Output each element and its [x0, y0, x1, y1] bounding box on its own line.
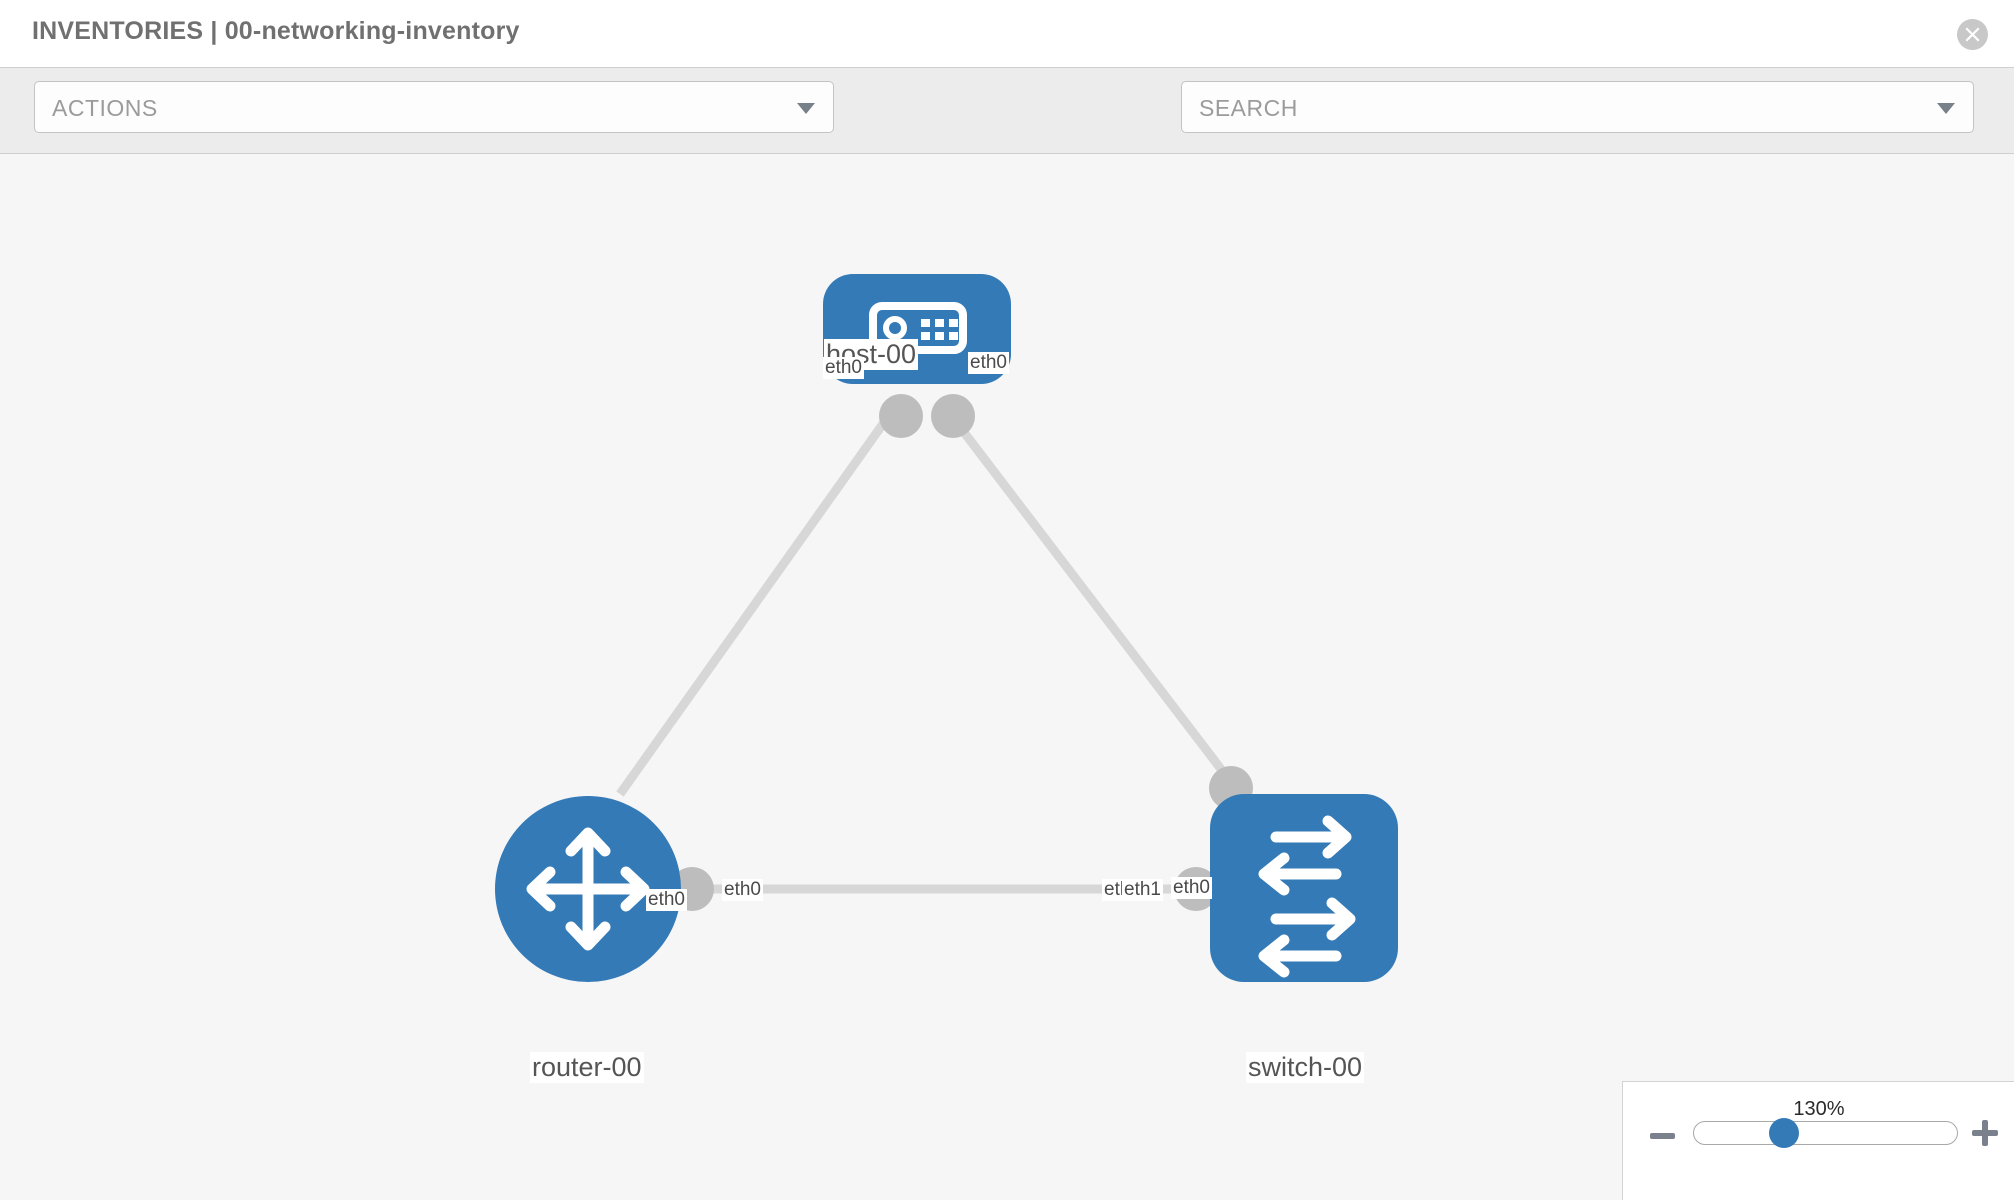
link-host00-switch00[interactable]: [946, 411, 1244, 797]
stub-host00-right: [931, 394, 975, 438]
topology-links: [616, 411, 1245, 894]
iface-label-host00-to-router00: eth0: [823, 357, 864, 379]
zoom-slider-thumb[interactable]: [1769, 1118, 1799, 1148]
stub-host00-left: [879, 394, 923, 438]
search-input[interactable]: SEARCH: [1181, 81, 1974, 133]
node-router-00[interactable]: [495, 796, 681, 982]
actions-dropdown-label: ACTIONS: [52, 95, 158, 121]
page-header: INVENTORIES | 00-networking-inventory: [0, 0, 2014, 68]
toolbar: ACTIONS SEARCH: [0, 68, 2014, 200]
node-label-router-00: router-00: [530, 1052, 644, 1083]
zoom-out-button[interactable]: [1650, 1133, 1675, 1139]
chevron-down-icon: [1937, 103, 1955, 114]
zoom-slider[interactable]: [1693, 1121, 1958, 1145]
zoom-in-button[interactable]: [1972, 1120, 1998, 1146]
topology-canvas[interactable]: host-00 router-00 switch-00 eth0 eth0 et…: [0, 154, 2014, 1200]
page-title: INVENTORIES | 00-networking-inventory: [32, 17, 520, 45]
iface-label-switch00-to-router00: eth1: [1122, 879, 1163, 901]
topology-stubs: [670, 394, 1253, 911]
node-label-switch-00: switch-00: [1246, 1052, 1365, 1083]
iface-label-router00-to-switch00: eth0: [722, 879, 763, 901]
iface-label-switch00-to-host00: eth0: [1171, 877, 1212, 899]
chevron-down-icon: [797, 103, 815, 114]
switch-arrows-icon: [1258, 815, 1356, 978]
close-button[interactable]: [1957, 19, 1988, 50]
iface-label-router00-to-host00: eth0: [646, 889, 687, 911]
node-switch-00[interactable]: [1210, 794, 1398, 982]
zoom-control-panel: 130%: [1622, 1081, 2014, 1200]
topology-graph: [495, 274, 1398, 982]
search-placeholder: SEARCH: [1199, 95, 1298, 121]
close-icon: [1965, 27, 1980, 42]
router-arrows-icon: [526, 827, 650, 951]
iface-label-host00-to-switch00: eth0: [968, 352, 1009, 374]
link-host00-router00[interactable]: [616, 411, 894, 797]
zoom-level-value: 130%: [1793, 1098, 1845, 1120]
actions-dropdown[interactable]: ACTIONS: [34, 81, 834, 133]
